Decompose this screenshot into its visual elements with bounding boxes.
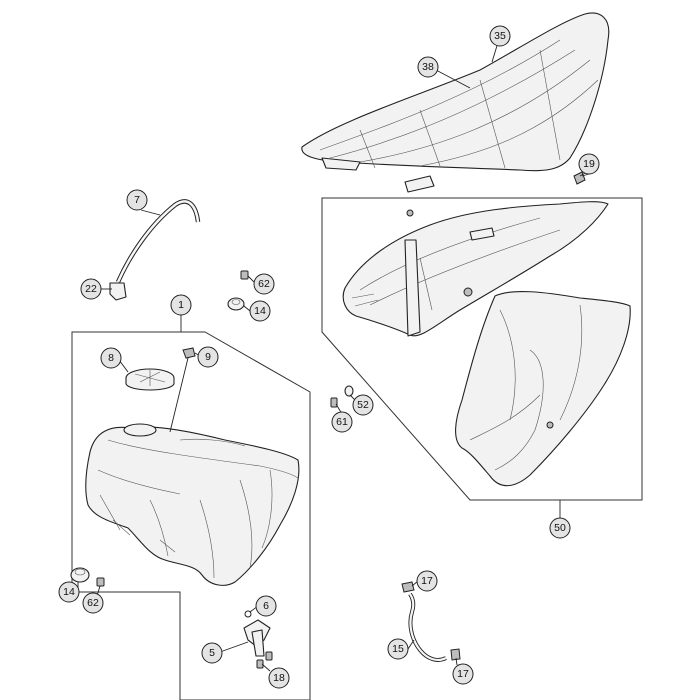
fuel-cap[interactable]	[125, 368, 175, 391]
callout-6[interactable]: 6	[255, 595, 277, 617]
svg-text:52: 52	[357, 399, 369, 411]
callout-17-bottom[interactable]: 17	[452, 663, 474, 685]
svg-text:38: 38	[422, 61, 434, 73]
vent-valve-9[interactable]	[169, 347, 196, 433]
hose-clamp-17-bottom[interactable]	[450, 648, 461, 661]
callout-61[interactable]: 61	[331, 411, 353, 433]
screw-62-top[interactable]	[240, 270, 249, 280]
bushing-52[interactable]	[344, 385, 354, 397]
callout-14-top[interactable]: 14	[249, 300, 271, 322]
callout-17-top[interactable]: 17	[416, 570, 438, 592]
o-ring-6[interactable]	[244, 610, 252, 618]
svg-text:5: 5	[209, 647, 215, 659]
svg-text:22: 22	[85, 283, 97, 295]
callout-50[interactable]: 50	[549, 517, 571, 539]
hose-fitting-22[interactable]	[109, 282, 127, 301]
svg-text:61: 61	[336, 416, 348, 428]
callout-62-top[interactable]: 62	[253, 273, 275, 295]
svg-text:17: 17	[421, 575, 433, 587]
hose-clamp-17-top[interactable]	[401, 581, 415, 593]
callout-18[interactable]: 18	[268, 667, 290, 689]
svg-text:50: 50	[554, 522, 566, 534]
callout-15[interactable]: 15	[387, 638, 409, 660]
svg-text:8: 8	[108, 352, 114, 364]
svg-text:14: 14	[254, 305, 266, 317]
bushing-14-top[interactable]	[227, 297, 245, 311]
callout-35[interactable]: 35	[489, 25, 511, 47]
svg-text:19: 19	[583, 158, 595, 170]
screw-18[interactable]	[256, 651, 273, 669]
fuel-line-15[interactable]	[408, 592, 447, 662]
callout-8[interactable]: 8	[100, 347, 122, 369]
svg-text:18: 18	[273, 672, 285, 684]
callout-7[interactable]: 7	[126, 189, 148, 211]
svg-text:7: 7	[134, 194, 140, 206]
callout-62-bottom[interactable]: 62	[82, 592, 104, 614]
side-panel-rear[interactable]	[342, 201, 609, 337]
fuel-tank-group-frame	[71, 331, 311, 700]
leader-lines	[77, 35, 590, 672]
side-panel-group-frame	[321, 197, 643, 501]
svg-text:17: 17	[457, 668, 469, 680]
callout-1[interactable]: 1	[170, 294, 192, 316]
svg-text:9: 9	[205, 351, 211, 363]
breather-hose[interactable]	[115, 199, 201, 283]
fuel-tank[interactable]	[85, 423, 300, 586]
screw-61[interactable]	[330, 397, 338, 408]
callout-9[interactable]: 9	[197, 346, 219, 368]
callout-52[interactable]: 52	[352, 394, 374, 416]
svg-text:62: 62	[258, 278, 270, 290]
svg-text:62: 62	[87, 597, 99, 609]
bushing-14-bottom[interactable]	[70, 567, 90, 583]
callout-19[interactable]: 19	[578, 153, 600, 175]
callout-5[interactable]: 5	[201, 642, 223, 664]
screw-62-bottom[interactable]	[96, 577, 105, 587]
svg-text:15: 15	[392, 643, 404, 655]
callout-14-bottom[interactable]: 14	[58, 581, 80, 603]
screw-19[interactable]	[573, 171, 588, 185]
callout-38[interactable]: 38	[417, 56, 439, 78]
seat[interactable]	[301, 12, 610, 193]
side-panel-front[interactable]	[455, 290, 631, 487]
svg-text:1: 1	[178, 299, 184, 311]
svg-text:14: 14	[63, 586, 75, 598]
callout-22[interactable]: 22	[80, 278, 102, 300]
svg-text:35: 35	[494, 30, 506, 42]
bracket-5[interactable]	[243, 619, 271, 657]
svg-text:6: 6	[263, 600, 269, 612]
